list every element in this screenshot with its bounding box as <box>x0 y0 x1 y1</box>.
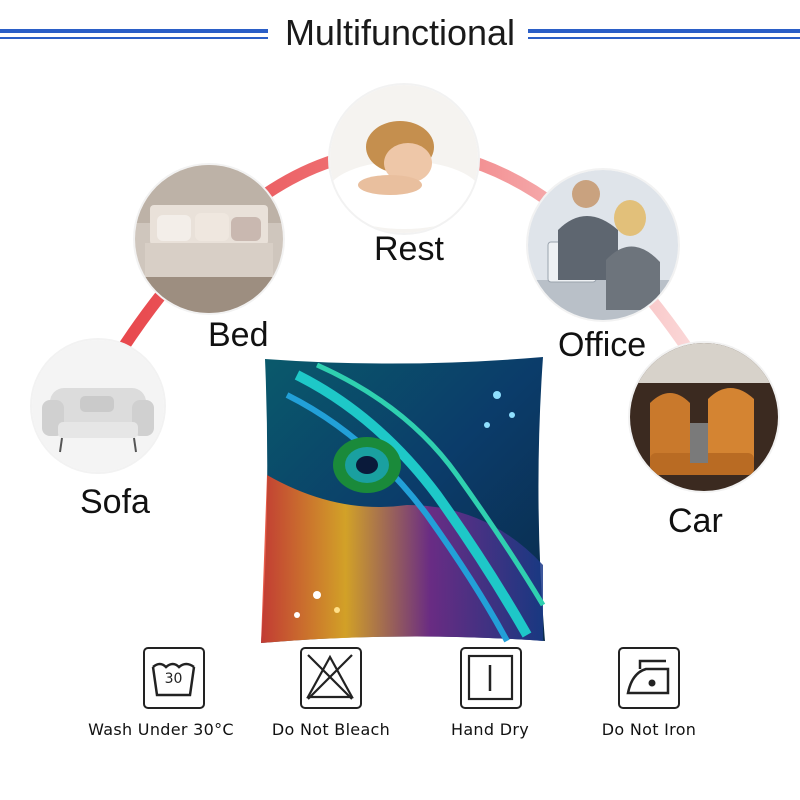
sofa-label: Sofa <box>80 483 150 521</box>
pillow-image <box>257 355 547 645</box>
hand-dry-icon <box>460 647 522 709</box>
wash-30-icon: 30 <box>143 647 205 709</box>
no-iron-label: Do Not Iron <box>601 720 697 739</box>
bed-label: Bed <box>208 316 269 354</box>
rest-label: Rest <box>374 230 444 268</box>
rest-photo <box>330 85 478 233</box>
no-bleach-label: Do Not Bleach <box>271 720 391 739</box>
no-bleach-icon <box>300 647 362 709</box>
bed-photo <box>135 165 283 313</box>
header-lines <box>0 29 800 39</box>
header: Multifunctional <box>0 0 800 70</box>
wash-temp-text: 30 <box>164 671 183 687</box>
hand-dry-label: Hand Dry <box>451 720 529 739</box>
car-photo <box>630 343 778 491</box>
office-label: Office <box>558 326 647 364</box>
office-photo <box>528 170 678 320</box>
car-label: Car <box>668 502 723 540</box>
no-iron-icon <box>618 647 680 709</box>
page-title: Multifunctional <box>284 12 516 53</box>
sofa-photo <box>32 340 164 472</box>
wash-label: Wash Under 30°C <box>88 720 234 739</box>
